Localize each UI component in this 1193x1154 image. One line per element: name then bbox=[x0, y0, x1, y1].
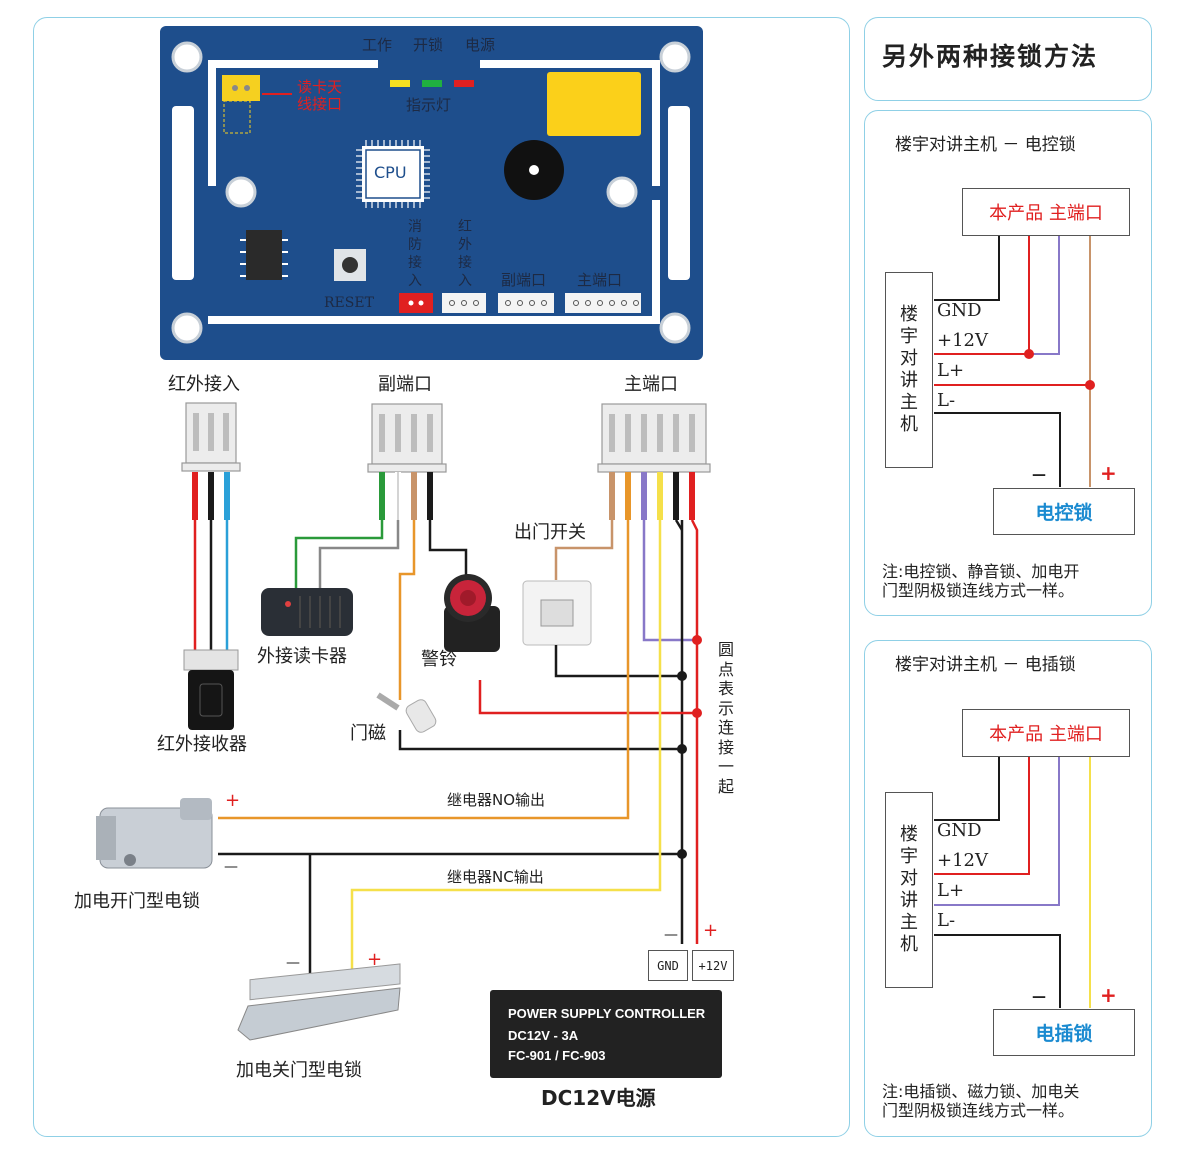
note-char: 点 bbox=[717, 659, 734, 679]
bottom-lm-label: L- bbox=[937, 910, 956, 931]
indicator-label: 指示灯 bbox=[406, 96, 452, 114]
door-magnet-label: 门磁 bbox=[350, 723, 386, 744]
host-char: 机 bbox=[900, 414, 918, 435]
main-port-board-label: 主端口 bbox=[577, 271, 623, 289]
psu-minus: — bbox=[664, 927, 678, 943]
note-char: 接 bbox=[717, 737, 734, 757]
psu-line-2: DC12V - 3A bbox=[508, 1028, 579, 1043]
bottom-lock-text: 电插锁 bbox=[1035, 1023, 1093, 1045]
antenna-label-2: 线接口 bbox=[297, 95, 343, 113]
bottom-plus: + bbox=[1100, 983, 1117, 1007]
fire-char: 接 bbox=[408, 255, 422, 271]
lock-close-plus: + bbox=[367, 949, 383, 970]
host-char: 对 bbox=[900, 348, 918, 369]
top-minus: — bbox=[1032, 467, 1046, 483]
psu-title: DC12V电源 bbox=[541, 1086, 656, 1110]
antenna-label-1: 读卡天 bbox=[297, 78, 343, 96]
top-lock-text: 电控锁 bbox=[1035, 502, 1093, 524]
fire-char: 入 bbox=[408, 273, 422, 289]
ir-input-board-label: 红 外 接 入 bbox=[457, 218, 473, 290]
ir-char: 入 bbox=[458, 273, 472, 289]
indicator-work-label: 工作 bbox=[362, 36, 393, 54]
ir-receiver-label: 红外接收器 bbox=[157, 734, 247, 755]
bottom-note-2: 门型阴极锁连线方式一样。 bbox=[882, 1101, 1075, 1120]
top-lp-label: L+ bbox=[937, 360, 965, 381]
bottom-note-1: 注:电插锁、磁力锁、加电关 bbox=[882, 1082, 1080, 1101]
top-plus: + bbox=[1100, 461, 1117, 485]
lock-open-minus: — bbox=[224, 859, 238, 875]
bottom-host-box: 楼 宇 对 讲 主 机 bbox=[885, 792, 933, 988]
host-char: 讲 bbox=[900, 370, 918, 391]
main-connector-title: 主端口 bbox=[624, 374, 678, 395]
top-note-1: 注:电控锁、静音锁、加电开 bbox=[882, 562, 1080, 581]
bottom-product-port-box: 本产品 主端口 bbox=[962, 709, 1130, 757]
host-char: 讲 bbox=[900, 890, 918, 911]
top-gnd-label: GND bbox=[937, 300, 982, 321]
indicator-power-label: 电源 bbox=[465, 36, 496, 54]
host-char: 宇 bbox=[900, 326, 918, 347]
top-note-2: 门型阴极锁连线方式一样。 bbox=[882, 581, 1075, 600]
ir-char: 外 bbox=[458, 237, 472, 253]
exit-switch-label: 出门开关 bbox=[514, 522, 586, 543]
top-lock-box: 电控锁 bbox=[993, 488, 1135, 535]
note-char: 一 bbox=[717, 757, 734, 776]
bottom-12v-label: +12V bbox=[937, 850, 988, 871]
alarm-label: 警铃 bbox=[421, 649, 457, 670]
right-title: 另外两种接锁方法 bbox=[882, 42, 1099, 71]
fire-char: 防 bbox=[408, 237, 422, 253]
psu-gnd-terminal: GND bbox=[648, 950, 688, 981]
lock-close-label: 加电关门型电锁 bbox=[236, 1060, 362, 1081]
ir-char: 接 bbox=[458, 255, 472, 271]
psu-12v-text: +12V bbox=[698, 958, 728, 973]
bottom-product-port-text: 本产品 主端口 bbox=[989, 724, 1103, 745]
psu-line-3: FC-901 / FC-903 bbox=[508, 1048, 606, 1063]
fire-input-label: 消 防 接 入 bbox=[407, 218, 423, 290]
top-lm-label: L- bbox=[937, 390, 956, 411]
top-heading: 楼宇对讲主机 － 电控锁 bbox=[895, 135, 1076, 155]
top-12v-label: +12V bbox=[937, 330, 988, 351]
ir-connector-title: 红外接入 bbox=[168, 374, 240, 395]
note-char: 表 bbox=[717, 679, 734, 698]
indicator-unlock-label: 开锁 bbox=[413, 36, 444, 54]
bottom-minus: — bbox=[1032, 989, 1046, 1005]
lock-open-label: 加电开门型电锁 bbox=[74, 891, 200, 912]
lock-open-plus: + bbox=[225, 790, 241, 811]
top-product-port-text: 本产品 主端口 bbox=[989, 203, 1103, 224]
note-char: 连 bbox=[717, 718, 734, 737]
bottom-gnd-label: GND bbox=[937, 820, 982, 841]
psu-plus: + bbox=[703, 920, 719, 941]
host-char: 主 bbox=[900, 392, 918, 413]
bottom-heading: 楼宇对讲主机 － 电插锁 bbox=[895, 655, 1076, 675]
host-char: 机 bbox=[900, 934, 918, 955]
bottom-lp-label: L+ bbox=[937, 880, 965, 901]
sub-port-board-label: 副端口 bbox=[501, 271, 547, 289]
right-title-panel bbox=[864, 17, 1152, 101]
dot-connection-note: 圆 点 表 示 连 接 一 起 bbox=[716, 640, 736, 796]
sub-connector-title: 副端口 bbox=[378, 374, 432, 395]
cpu-label: CPU bbox=[374, 163, 407, 182]
main-connector bbox=[597, 403, 711, 473]
reset-label: RESET bbox=[324, 295, 374, 311]
top-product-port-box: 本产品 主端口 bbox=[962, 188, 1130, 236]
ir-char: 红 bbox=[458, 219, 472, 235]
note-char: 圆 bbox=[717, 640, 734, 659]
host-char: 楼 bbox=[900, 824, 918, 845]
bottom-lock-box: 电插锁 bbox=[993, 1009, 1135, 1056]
host-char: 主 bbox=[900, 912, 918, 933]
host-char: 宇 bbox=[900, 846, 918, 867]
psu-12v-terminal: +12V bbox=[692, 950, 734, 981]
card-reader-label: 外接读卡器 bbox=[257, 646, 347, 667]
note-char: 示 bbox=[717, 698, 734, 718]
host-char: 对 bbox=[900, 868, 918, 889]
top-host-box: 楼 宇 对 讲 主 机 bbox=[885, 272, 933, 468]
fire-char: 消 bbox=[408, 219, 422, 235]
relay-no-label: 继电器NO输出 bbox=[447, 791, 546, 809]
psu-gnd-text: GND bbox=[657, 958, 679, 973]
note-char: 起 bbox=[717, 776, 734, 796]
lock-close-minus: — bbox=[286, 955, 300, 971]
host-char: 楼 bbox=[900, 304, 918, 325]
relay-nc-label: 继电器NC输出 bbox=[447, 868, 544, 886]
psu-line-1: POWER SUPPLY CONTROLLER bbox=[508, 1006, 706, 1021]
